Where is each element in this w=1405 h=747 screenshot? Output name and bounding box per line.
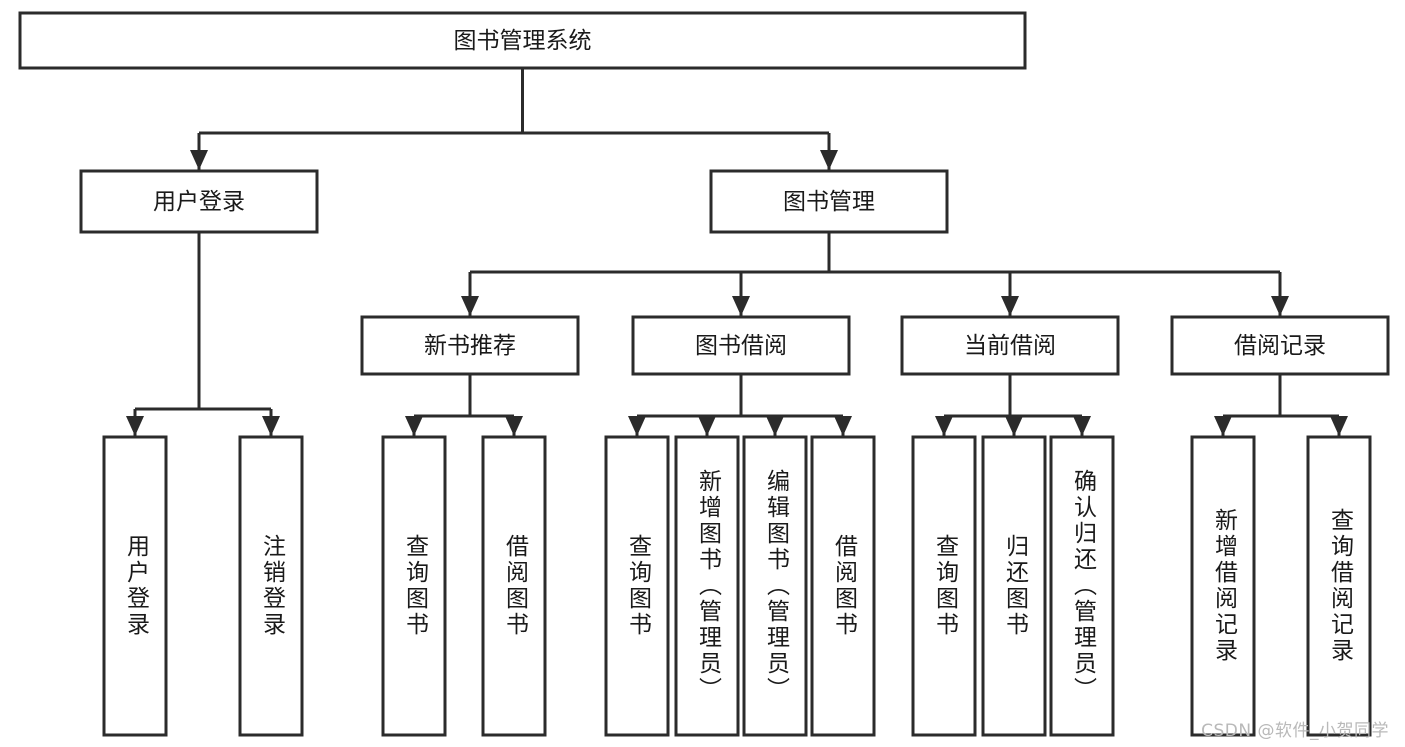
node-box-book-borrow[interactable]: [631, 315, 851, 376]
node-box-leaf-borrow-book-1[interactable]: [481, 435, 547, 737]
node-label-current-borrow: 当前借阅: [964, 333, 1056, 359]
node-box-current-borrow[interactable]: [900, 315, 1120, 376]
root-node-label: 图书管理系统: [454, 28, 592, 54]
arrow-head-icon: [820, 150, 838, 170]
node-box-leaf-query-book-3[interactable]: [911, 435, 977, 737]
node-label-user-login: 用户登录: [153, 189, 245, 215]
node-box-book-manage[interactable]: [709, 169, 949, 234]
root-node-box[interactable]: [18, 11, 1027, 70]
node-box-leaf-logout-login[interactable]: [238, 435, 304, 737]
arrow-head-icon: [126, 416, 144, 436]
node-label-book-manage: 图书管理: [783, 189, 875, 215]
node-box-leaf-add-book-admin[interactable]: [674, 435, 740, 737]
arrow-head-icon: [505, 416, 523, 436]
arrow-head-icon: [405, 416, 423, 436]
arrow-head-icon: [1073, 416, 1091, 436]
node-box-leaf-query-borrow-record[interactable]: [1306, 435, 1372, 737]
node-box-leaf-user-login[interactable]: [102, 435, 168, 737]
node-label-borrow-record: 借阅记录: [1234, 333, 1326, 359]
node-box-leaf-confirm-return-admin[interactable]: [1049, 435, 1115, 737]
node-box-new-book-recommend[interactable]: [360, 315, 580, 376]
arrow-head-icon: [461, 296, 479, 316]
node-box-leaf-add-borrow-record[interactable]: [1190, 435, 1256, 737]
node-box-user-login[interactable]: [79, 169, 319, 234]
arrow-head-icon: [1214, 416, 1232, 436]
arrow-head-icon: [1330, 416, 1348, 436]
node-box-leaf-borrow-book-2[interactable]: [810, 435, 876, 737]
arrow-head-icon: [766, 416, 784, 436]
node-box-leaf-edit-book-admin[interactable]: [742, 435, 808, 737]
arrow-head-icon: [732, 296, 750, 316]
arrow-head-icon: [190, 150, 208, 170]
arrow-head-icon: [1005, 416, 1023, 436]
arrow-head-icon: [1271, 296, 1289, 316]
node-label-book-borrow: 图书借阅: [695, 333, 787, 359]
csdn-watermark: CSDN @软件_小贺同学: [1201, 721, 1389, 741]
node-box-leaf-query-book-2[interactable]: [604, 435, 670, 737]
node-box-leaf-return-book[interactable]: [981, 435, 1047, 737]
arrow-head-icon: [1001, 296, 1019, 316]
arrow-head-icon: [262, 416, 280, 436]
node-box-layer: [18, 11, 1390, 737]
connector-layer: [126, 68, 1348, 436]
node-label-new-book-recommend: 新书推荐: [424, 333, 516, 359]
arrow-head-icon: [698, 416, 716, 436]
arrow-head-icon: [935, 416, 953, 436]
node-box-borrow-record[interactable]: [1170, 315, 1390, 376]
arrow-head-icon: [834, 416, 852, 436]
node-box-leaf-query-book-1[interactable]: [381, 435, 447, 737]
arrow-head-icon: [628, 416, 646, 436]
